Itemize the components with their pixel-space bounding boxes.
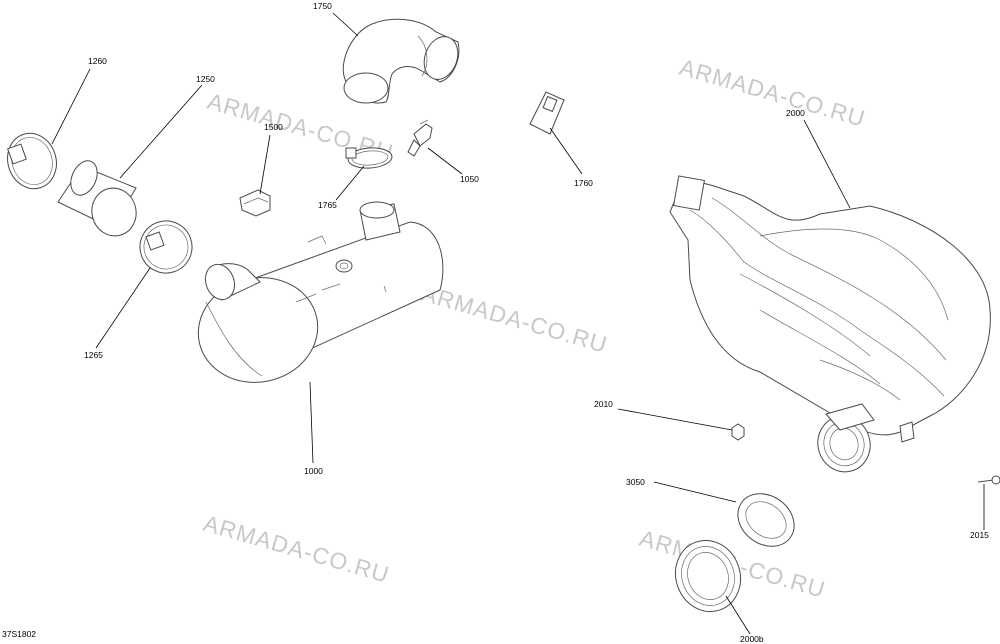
strap-1760-part [529, 91, 565, 135]
sleeve-1250-part [57, 160, 137, 237]
callout-1760: 1760 [574, 178, 593, 188]
callout-labels: 1750 1260 1250 1500 1765 1050 1760 2000 … [84, 1, 989, 644]
muffler-housing-2000-part [669, 175, 991, 473]
gasket-3050-part [737, 493, 795, 547]
watermark-center: ARMADA-CO.RU [419, 280, 611, 358]
callout-1250: 1250 [196, 74, 215, 84]
watermark-top-right: ARMADA-CO.RU [677, 54, 869, 132]
sensor-1050-part [407, 119, 433, 157]
callout-3050: 3050 [626, 477, 645, 487]
callout-1000: 1000 [304, 466, 323, 476]
bolt-2015-part [977, 475, 1000, 485]
elbow-duct-part [342, 18, 460, 104]
callout-2015: 2015 [970, 530, 989, 540]
callout-2000: 2000 [786, 108, 805, 118]
nut-2010-part [731, 423, 745, 441]
callout-1500: 1500 [264, 122, 283, 132]
callout-1260: 1260 [88, 56, 107, 66]
callout-2010: 2010 [594, 399, 613, 409]
callout-1050: 1050 [460, 174, 479, 184]
clamp-1260-part [7, 132, 57, 190]
ring-nut-2000b-part [675, 539, 741, 613]
leader-lines [51, 12, 985, 635]
clamp-1765-part [345, 147, 393, 169]
diagram-code: 37S1802 [2, 629, 36, 639]
callout-1265: 1265 [84, 350, 103, 360]
callout-1765: 1765 [318, 200, 337, 210]
watermark-bottom-left: ARMADA-CO.RU [201, 510, 393, 588]
muffler-1000-part [197, 201, 444, 383]
callout-1750: 1750 [313, 1, 332, 11]
clamp-1265-part [139, 220, 193, 274]
callout-2000b: 2000b [740, 634, 764, 644]
connector-1500-part [239, 189, 271, 217]
